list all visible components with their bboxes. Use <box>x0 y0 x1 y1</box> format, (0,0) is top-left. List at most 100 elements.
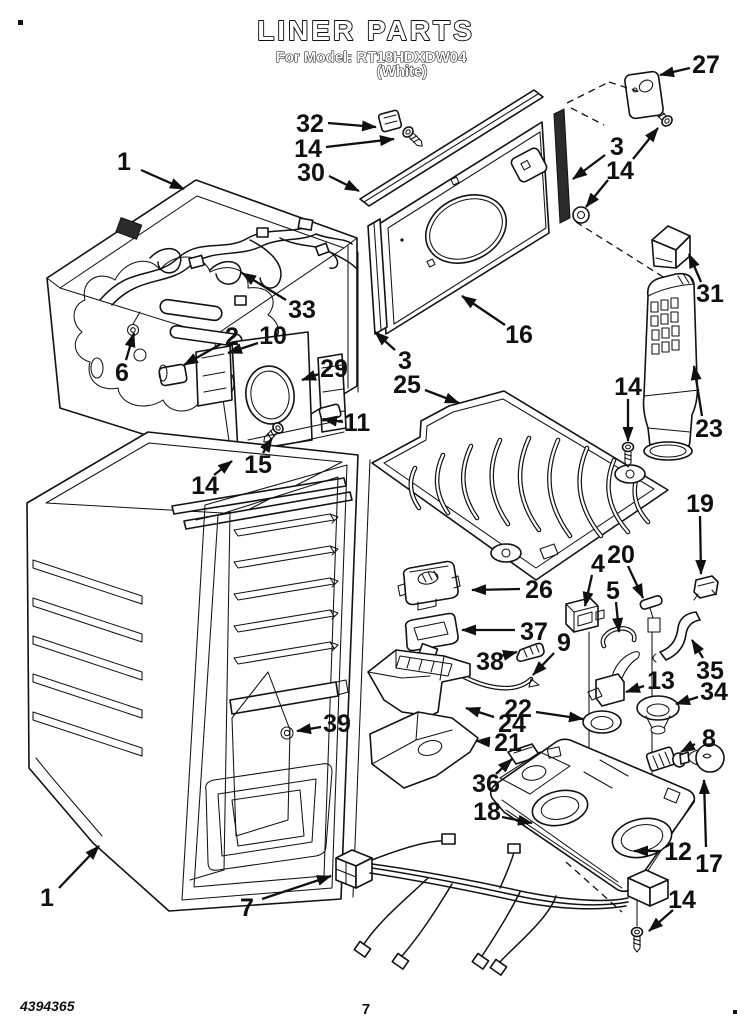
leader-arrow <box>424 388 460 405</box>
callout-36: 36 <box>472 758 513 798</box>
callout-14: 14 <box>191 460 233 500</box>
callout-38: 38 <box>476 648 518 676</box>
callout-4: 4 <box>582 550 605 607</box>
callout-37: 37 <box>461 618 548 646</box>
leader-arrow <box>582 574 594 607</box>
part-number-label: 26 <box>525 576 553 604</box>
part-number-label: 37 <box>520 618 548 646</box>
leader-arrow <box>322 415 344 427</box>
part-number-label: 19 <box>686 490 714 518</box>
callout-21: 21 <box>475 729 522 757</box>
color-line: (White) <box>377 63 428 80</box>
callout-27: 27 <box>659 51 720 79</box>
page-number: 7 <box>362 1001 370 1018</box>
part-number-label: 3 <box>398 347 412 375</box>
part-number-label: 1 <box>40 884 54 912</box>
vent-shelf-art <box>371 390 669 581</box>
leader-arrow <box>572 154 606 180</box>
callout-19: 19 <box>686 490 714 575</box>
model-line: For Model: RT18HDXDW04 <box>276 49 468 66</box>
callout-22: 22 <box>504 695 584 723</box>
leader-arrow <box>465 706 495 719</box>
leader-arrow <box>680 740 696 753</box>
callout-16: 16 <box>461 295 533 349</box>
part-number-label: 11 <box>344 409 371 437</box>
part-number-label: 27 <box>692 51 720 79</box>
leader-arrow <box>659 66 691 78</box>
callout-25: 25 <box>393 371 460 405</box>
callout-18: 18 <box>473 798 533 826</box>
callout-15: 15 <box>244 437 273 479</box>
callout-6: 6 <box>115 332 136 387</box>
leader-arrow <box>475 736 491 748</box>
part-number-label: 14 <box>191 472 219 500</box>
leader-arrow <box>296 723 322 735</box>
leader-arrow <box>227 341 259 355</box>
air-duct-art <box>642 225 700 461</box>
callout-30: 30 <box>297 159 360 193</box>
leader-arrow <box>325 135 395 149</box>
part-number-label: 10 <box>259 322 287 350</box>
part-number-label: 14 <box>294 135 322 163</box>
leader-arrow <box>183 342 222 367</box>
part-number-label: 39 <box>323 710 351 738</box>
page-title: LINER PARTS <box>257 15 475 46</box>
part-number-label: 15 <box>244 451 272 479</box>
part-number-label: 25 <box>393 371 421 399</box>
callout-14: 14 <box>585 127 659 208</box>
bottom-harness-art <box>335 833 669 976</box>
part-number-label: 13 <box>647 667 675 695</box>
part-number-label: 18 <box>473 798 501 826</box>
callout-14: 14 <box>614 373 642 442</box>
small-parts-art <box>367 560 725 844</box>
callout-10: 10 <box>227 322 287 355</box>
leader-arrow <box>500 650 518 661</box>
callout-26: 26 <box>471 576 553 604</box>
leader-arrow <box>241 272 287 301</box>
part-number-label: 8 <box>702 725 716 753</box>
callout-24: 24 <box>465 706 526 738</box>
part-number-label: 32 <box>296 110 324 138</box>
callout-33: 33 <box>241 272 316 324</box>
leader-arrow <box>585 179 609 208</box>
part-number-label: 14 <box>614 373 642 401</box>
callout-14: 14 <box>294 135 395 163</box>
leader-arrow <box>691 639 704 659</box>
leader-arrow <box>471 584 521 596</box>
part-number-label: 12 <box>664 838 692 866</box>
part-number-label: 33 <box>288 296 316 324</box>
leader-arrow <box>495 758 513 775</box>
document-number: 4394365 <box>19 998 75 1014</box>
part-number-label: 36 <box>472 770 500 798</box>
callout-14: 14 <box>648 886 696 932</box>
leader-arrow <box>690 365 704 417</box>
part-number-label: 17 <box>695 850 723 878</box>
part-number-label: 6 <box>115 359 129 387</box>
leader-arrow <box>632 127 659 160</box>
callout-8: 8 <box>680 725 716 753</box>
leader-arrow <box>374 331 396 351</box>
callout-39: 39 <box>296 710 351 738</box>
leader-arrow <box>612 601 624 633</box>
part-number-label: 1 <box>117 148 131 176</box>
part-number-label: 20 <box>607 541 635 569</box>
part-number-label: 38 <box>476 648 504 676</box>
part-number-label: 35 <box>696 657 724 685</box>
callout-35: 35 <box>691 639 724 685</box>
callout-32: 32 <box>296 110 377 138</box>
leader-arrow <box>532 652 555 676</box>
callout-29: 29 <box>301 355 348 383</box>
part-number-label: 30 <box>297 159 325 187</box>
part-number-label: 3 <box>610 133 624 161</box>
callout-23: 23 <box>690 365 723 443</box>
callout-17: 17 <box>695 779 723 878</box>
leader-arrow <box>675 694 699 706</box>
callout-1: 1 <box>117 148 185 191</box>
stray-mark <box>733 1010 737 1014</box>
part-number-label: 14 <box>668 886 696 914</box>
leader-arrow <box>535 710 584 723</box>
part-number-label: 24 <box>498 710 526 738</box>
part-number-label: 4 <box>591 550 605 578</box>
